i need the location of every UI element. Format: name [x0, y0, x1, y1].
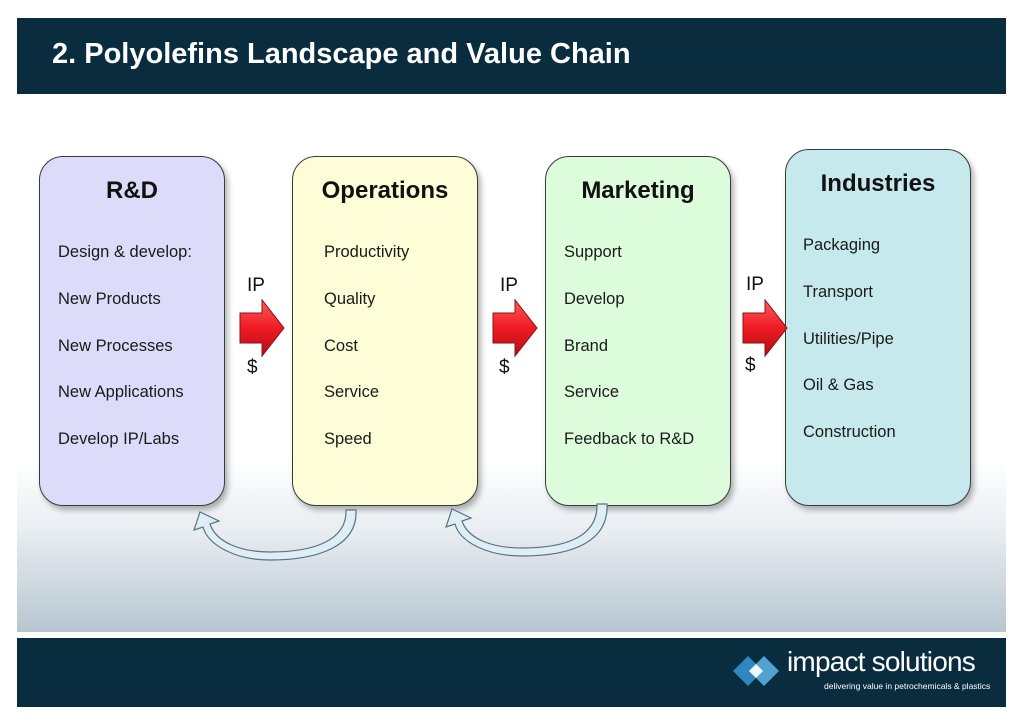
stage-title-industries: Industries — [820, 170, 936, 197]
stage-box-rnd: R&D Design & develop: New Products New P… — [39, 156, 225, 506]
stage-item: Productivity — [324, 243, 410, 261]
stage-item: Speed — [324, 430, 372, 449]
stage-item: Feedback to R&D — [564, 430, 695, 449]
stage-item: Quality — [324, 289, 376, 308]
logo-diamond-icon — [733, 656, 779, 686]
feedback-arrow-2 — [445, 503, 608, 557]
stage-item: Service — [564, 383, 620, 402]
stage-box-operations: Operations Productivity Quality Cost Ser… — [292, 156, 478, 506]
flow-label-dollar-2: $ — [499, 357, 510, 378]
stage-item: Packaging — [803, 236, 881, 254]
stage-item: Utilities/Pipe — [803, 329, 894, 348]
stage-item: Cost — [324, 336, 358, 355]
stage-title-operations: Operations — [321, 177, 449, 204]
stage-item: New Applications — [58, 383, 184, 402]
stage-item: New Products — [58, 289, 161, 308]
footer-bar: impact solutions delivering value in pet… — [17, 638, 1006, 707]
stage-item: New Processes — [58, 336, 173, 355]
stage-item: Design & develop: — [58, 243, 192, 261]
stage-items-industries: Packaging Transport Utilities/Pipe Oil &… — [803, 235, 896, 469]
stage-items-marketing: Support Develop Brand Service Feedback t… — [564, 242, 694, 476]
stage-box-marketing: Marketing Support Develop Brand Service … — [545, 156, 731, 506]
feedback-arrow-1 — [193, 509, 357, 561]
title-bar: 2. Polyolefins Landscape and Value Chain — [17, 18, 1006, 94]
red-arrow-2 — [492, 298, 538, 358]
logo-text: impact solutions — [787, 646, 976, 677]
stage-items-rnd: Design & develop: New Products New Proce… — [58, 242, 192, 476]
stage-item: Brand — [564, 336, 609, 355]
stage-item: Service — [324, 383, 380, 402]
page-title: 2. Polyolefins Landscape and Value Chain — [52, 38, 631, 70]
stage-item: Oil & Gas — [803, 376, 874, 395]
stage-title-marketing: Marketing — [581, 177, 695, 204]
flow-label-ip-2: IP — [500, 275, 518, 296]
flow-label-ip-1: IP — [247, 275, 265, 296]
flow-label-dollar-1: $ — [247, 357, 258, 378]
stage-items-operations: Productivity Quality Cost Service Speed — [324, 242, 409, 476]
red-arrow-1 — [239, 298, 285, 358]
flow-label-dollar-3: $ — [745, 355, 756, 376]
flow-label-ip-3: IP — [746, 274, 764, 295]
stage-item: Transport — [803, 282, 873, 301]
stage-item: Develop IP/Labs — [58, 430, 180, 449]
stage-item: Support — [564, 243, 622, 261]
stage-item: Construction — [803, 423, 896, 442]
stage-title-rnd: R&D — [106, 177, 158, 204]
red-arrow-3 — [742, 298, 788, 358]
stage-item: Develop — [564, 289, 625, 308]
logo-tagline: delivering value in petrochemicals & pla… — [824, 681, 991, 691]
